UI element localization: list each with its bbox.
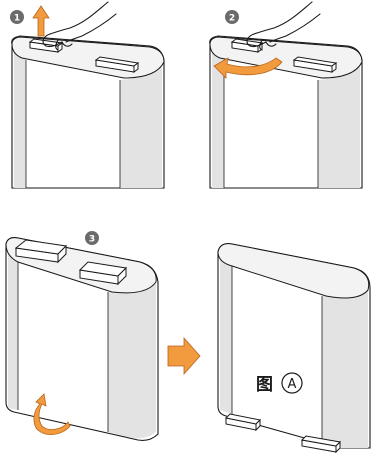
step-2-badge: 2	[225, 10, 239, 24]
figure-letter-badge: A	[282, 373, 302, 393]
step-3-badge: 3	[85, 231, 99, 245]
arrow-up-icon	[33, 6, 49, 36]
step-1-number: 1	[14, 14, 20, 24]
figure-letter: A	[288, 377, 297, 392]
step-2-number: 2	[229, 14, 235, 24]
step-1-panel: 1	[10, 2, 164, 188]
next-arrow-icon	[168, 338, 200, 374]
step-3-panel: 3	[6, 231, 158, 440]
step-2-panel: 2	[210, 2, 362, 188]
step-1-badge: 1	[10, 10, 24, 24]
figure-label: 图	[256, 375, 273, 395]
step-3-number: 3	[89, 235, 95, 245]
result-panel: 图 A	[218, 244, 370, 452]
